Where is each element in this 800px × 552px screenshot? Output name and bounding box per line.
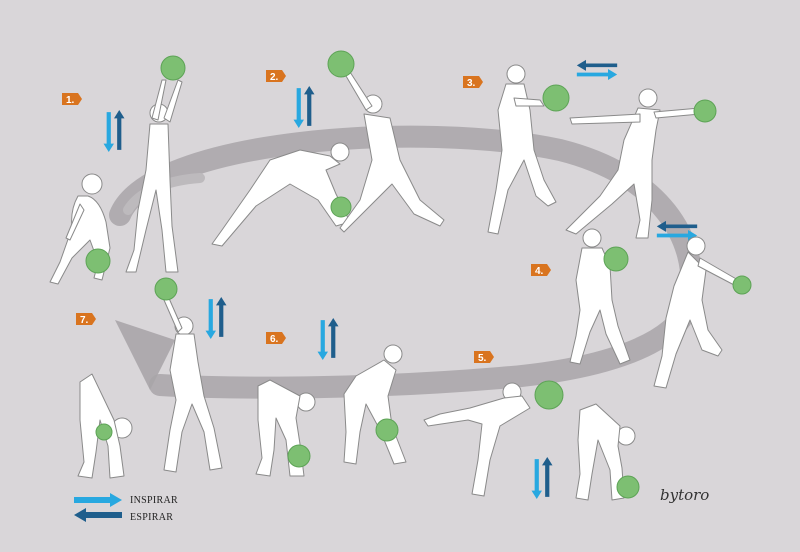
legend-exhale-label: ESPIRAR xyxy=(130,512,173,523)
breath-arrows-step-2 xyxy=(293,86,315,128)
ball-step-2-down xyxy=(330,196,352,218)
exhale-arrow-icon xyxy=(74,508,122,522)
step-label-4: 4. xyxy=(535,266,544,277)
step-label-6: 6. xyxy=(270,334,279,345)
breath-arrows-step-7 xyxy=(205,297,227,339)
figure-step-1-crouch xyxy=(49,173,111,285)
breath-arrows-step-5 xyxy=(531,457,553,499)
step-label-2: 2. xyxy=(270,72,279,83)
ball-step-5-arabesque xyxy=(534,380,564,410)
figure-step-3-rotate xyxy=(487,64,557,235)
step-badge-6: 6. xyxy=(266,332,286,345)
step-badge-5: 5. xyxy=(474,351,494,364)
ball-step-6-floor-a xyxy=(287,444,311,468)
figure-step-4-lean xyxy=(653,236,739,389)
figure-step-7-reach xyxy=(163,295,223,473)
step-badge-1: 1. xyxy=(62,93,82,106)
step-label-1: 1. xyxy=(66,95,75,106)
ball-step-3-center xyxy=(542,84,570,112)
figure-step-1-stretch xyxy=(125,79,183,273)
figure-step-7-fold xyxy=(77,373,133,479)
legend-inhale-label: INSPIRAR xyxy=(130,495,178,506)
figure-step-3-lunge xyxy=(565,88,701,239)
step-label-7: 7. xyxy=(80,315,89,326)
ball-step-2-up xyxy=(327,50,355,78)
figure-step-4-stand xyxy=(569,228,631,365)
breath-arrows-step-1 xyxy=(103,110,125,152)
inhale-arrow-icon xyxy=(74,493,122,507)
step-label-3: 3. xyxy=(467,78,476,89)
step-label-5: 5. xyxy=(478,353,487,364)
ball-step-7-floor xyxy=(95,423,113,441)
ball-step-7-up xyxy=(154,277,178,301)
artist-signature: bytoro xyxy=(660,486,709,504)
ball-step-3-side xyxy=(693,99,717,123)
step-badge-3: 3. xyxy=(463,76,483,89)
ball-step-4-chest xyxy=(603,246,629,272)
figure-step-5-arabesque xyxy=(423,382,531,497)
ball-step-1-down xyxy=(85,248,111,274)
step-badge-7: 7. xyxy=(76,313,96,326)
legend: INSPIRAR ESPIRAR xyxy=(74,493,178,523)
step-badge-4: 4. xyxy=(531,264,551,277)
ball-step-1-up xyxy=(160,55,186,81)
breath-arrows-step-3 xyxy=(576,59,618,80)
step-badge-2: 2. xyxy=(266,70,286,83)
figure-step-2-bend xyxy=(211,142,351,247)
ball-step-5-floor xyxy=(616,475,640,499)
breath-arrows-step-6 xyxy=(317,318,339,360)
figure-step-6-fold-b xyxy=(343,344,407,465)
ball-step-6-floor-b xyxy=(375,418,399,442)
figure-step-2-reach xyxy=(339,71,445,233)
ball-step-4-side xyxy=(732,275,752,295)
